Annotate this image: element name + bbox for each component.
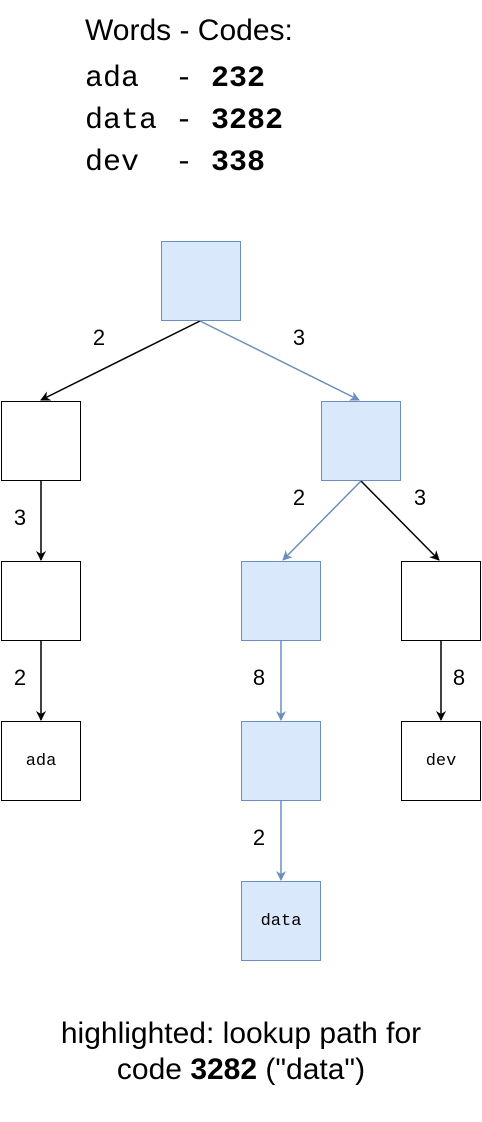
legend-code: 338 <box>211 146 266 180</box>
leaf-node-data: data <box>241 881 321 961</box>
legend-row-data: data - 3282 <box>85 104 283 138</box>
node-23 <box>1 561 81 641</box>
edge-label-m1-down: 8 <box>252 665 266 690</box>
edge-r1-left <box>282 480 362 561</box>
node-328 <box>241 721 321 801</box>
legend-sep: - <box>139 146 212 180</box>
legend-word: dev <box>85 146 140 180</box>
edge-label-l1-down: 3 <box>13 505 27 530</box>
legend-sep: - <box>157 104 212 138</box>
caption: highlighted: lookup path for code 3282 (… <box>0 1016 482 1088</box>
legend-row-ada: ada - 232 <box>85 62 265 96</box>
caption-line-2: code 3282 ("data") <box>0 1052 482 1088</box>
legend-row-dev: dev - 338 <box>85 146 265 180</box>
caption-line-1: highlighted: lookup path for <box>60 1017 422 1050</box>
node-2 <box>1 401 81 481</box>
caption-prefix: code <box>116 1053 191 1086</box>
root-node <box>161 241 241 321</box>
edge-r1-right <box>360 480 440 561</box>
edge-label-r1-left: 2 <box>292 485 306 510</box>
edge-label-dev-down: 8 <box>452 665 466 690</box>
edge-root-left <box>40 320 201 401</box>
edge-label-root-left: 2 <box>92 325 106 350</box>
caption-suffix: ("data") <box>257 1053 366 1086</box>
edge-root-right <box>199 320 360 401</box>
leaf-node-ada: ada <box>1 721 81 801</box>
node-3 <box>321 401 401 481</box>
edge-label-m2-down: 2 <box>252 825 266 850</box>
leaf-node-dev: dev <box>401 721 481 801</box>
legend-code: 3282 <box>211 104 284 138</box>
node-32 <box>241 561 321 641</box>
legend-sep: - <box>139 62 212 96</box>
caption-code: 3282 <box>190 1053 258 1086</box>
edge-label-root-right: 3 <box>292 325 306 350</box>
edge-label-r1-right: 3 <box>413 485 427 510</box>
edge-label-l2-down: 2 <box>13 665 27 690</box>
node-33 <box>401 561 481 641</box>
legend-title: Words - Codes: <box>85 14 293 47</box>
legend-word: ada <box>85 62 140 96</box>
legend-word: data <box>85 104 158 138</box>
legend-code: 232 <box>211 62 266 96</box>
